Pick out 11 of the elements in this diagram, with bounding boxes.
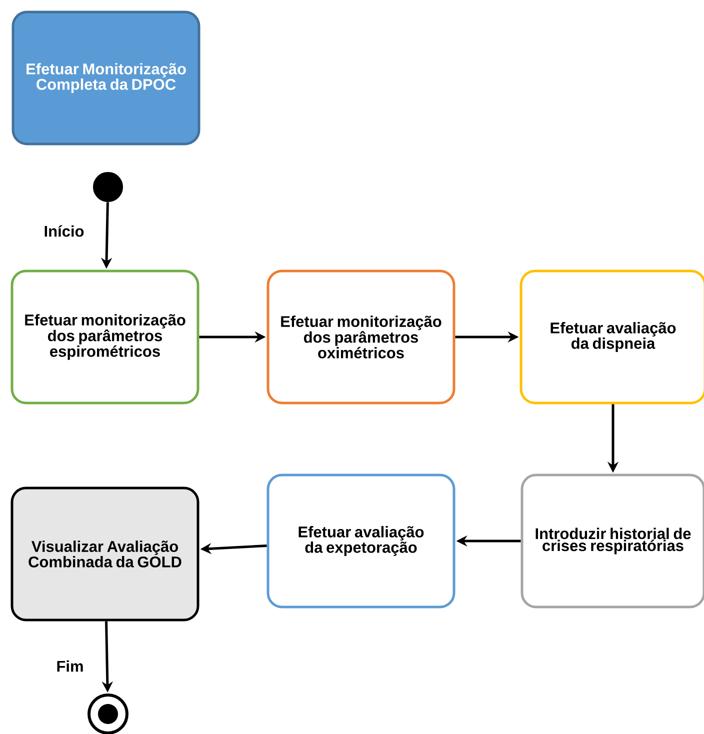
start-dot [93, 172, 123, 202]
action-box: Introduzir historial de crises respiratórias [520, 474, 704, 608]
edge-label: Início [44, 225, 84, 237]
title-box: Efetuar Monitorização Completa da DPOC [12, 10, 200, 146]
edge-label: Fim [57, 660, 83, 672]
action-box: Efetuar avaliação da expetoração [266, 474, 456, 608]
action-box: Visualizar Avaliação Combinada da GOLD [10, 486, 200, 622]
end-marker [88, 694, 128, 734]
action-box: Efetuar monitorização dos parâmetros oximétricos [266, 270, 456, 404]
action-box: Efetuar monitorização dos parâmetros espirométricos [10, 270, 200, 404]
action-box: Efetuar avaliação da dispneia [520, 270, 704, 404]
